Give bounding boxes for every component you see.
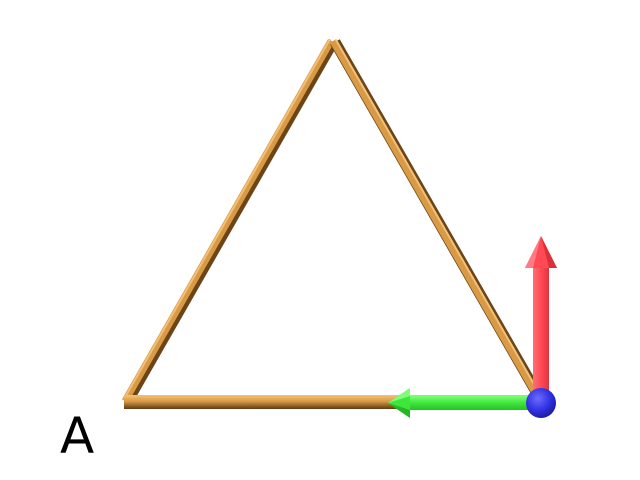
right-rod [329,39,547,405]
left-rod [121,38,338,405]
red-up-arrow-icon [525,236,557,402]
blue-pivot-icon [526,388,556,418]
green-left-arrow-icon [388,388,541,418]
vertex-label-a: A [60,407,95,465]
